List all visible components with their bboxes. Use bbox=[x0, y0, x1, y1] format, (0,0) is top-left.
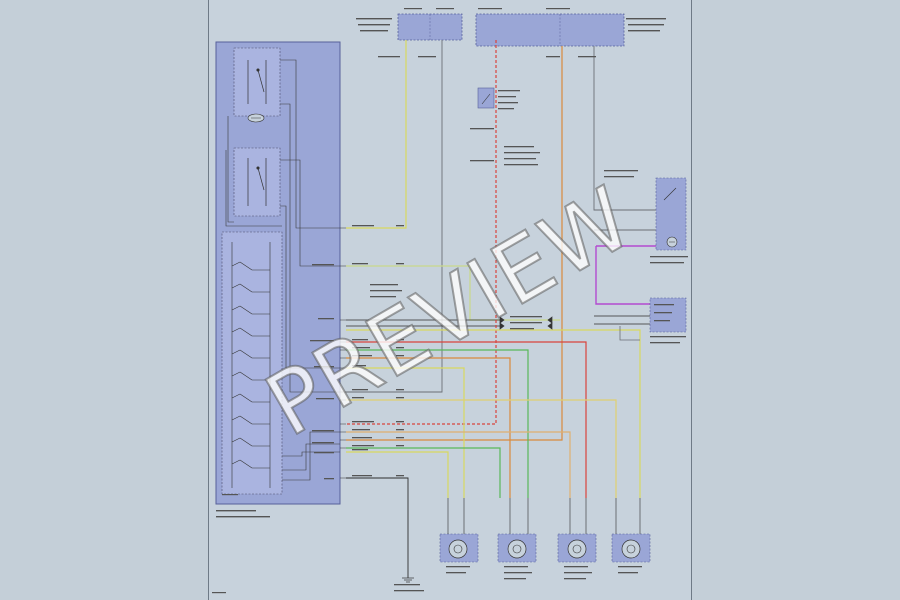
speaker-left-front bbox=[439, 533, 479, 574]
speaker-icon bbox=[567, 539, 587, 559]
speaker-icon bbox=[621, 539, 641, 559]
top-fuse-block-right bbox=[475, 13, 625, 47]
module-pins bbox=[340, 227, 346, 479]
speaker-right-front bbox=[557, 533, 597, 580]
switch-contact-icon bbox=[247, 60, 267, 104]
switch-array-block bbox=[221, 231, 283, 495]
top-label-marks bbox=[356, 8, 666, 32]
wiring bbox=[346, 40, 656, 578]
relay-block-middle bbox=[233, 147, 281, 217]
internal-routing bbox=[225, 59, 340, 481]
speaker-left-rear bbox=[497, 533, 537, 580]
relay-switch bbox=[477, 87, 520, 110]
speaker-icon bbox=[507, 539, 527, 559]
wire-label-marks bbox=[212, 56, 688, 594]
speaker-icon bbox=[448, 539, 468, 559]
motor-icon bbox=[247, 113, 265, 123]
top-fuse-block-left bbox=[397, 13, 463, 41]
ground-icon bbox=[402, 577, 414, 583]
double-arrow-icon bbox=[499, 316, 553, 330]
switch-contact-icon bbox=[247, 158, 267, 206]
control-module bbox=[215, 41, 346, 505]
right-switch-module bbox=[655, 177, 687, 251]
switch-ladder bbox=[231, 242, 271, 488]
speaker-right-rear bbox=[611, 533, 651, 574]
relay-block-top bbox=[233, 47, 281, 117]
right-control-module bbox=[649, 297, 687, 333]
speaker-leads bbox=[447, 498, 641, 534]
